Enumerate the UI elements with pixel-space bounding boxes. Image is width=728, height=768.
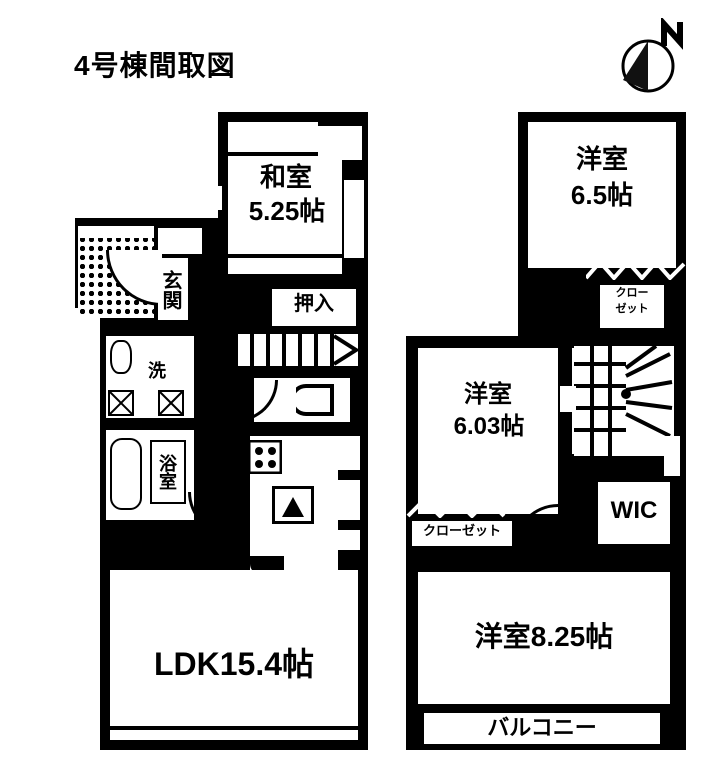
cabinet-3 <box>330 530 360 550</box>
closet-wide-room <box>412 520 512 546</box>
toilet-fixture-icon <box>296 384 334 416</box>
closet-wide-line <box>412 516 512 521</box>
dryer-cross-icon <box>158 390 184 416</box>
cabinet-2 <box>330 480 360 520</box>
washitsu-tatami-line-2 <box>228 254 342 258</box>
stove-icon <box>248 440 282 474</box>
yoshitsu825-label: 洋室8.25帖 <box>474 621 614 652</box>
closet-roof-zigzag-icon <box>586 258 686 280</box>
sen-label: 洗 <box>148 361 166 381</box>
ldk-window-right <box>314 590 326 606</box>
genkan-step <box>78 226 154 238</box>
stair-steps-icon <box>238 334 358 366</box>
page-title: 4号棟間取図 <box>74 50 236 81</box>
washitsu-size-label: 5.25帖 <box>248 196 326 226</box>
closet-small-label-line1: クロー <box>615 287 649 299</box>
north-arrow-compass: N <box>618 16 698 98</box>
genkan-label: 玄関 <box>159 270 181 310</box>
counter-edge <box>250 556 284 574</box>
closet-wide-label: クローゼット <box>422 523 501 538</box>
washitsu-closet-niche <box>318 122 362 160</box>
washitsu-name-label: 和室 <box>259 162 312 192</box>
yoshitsu65-room <box>528 122 676 268</box>
oshiire-room <box>272 288 356 326</box>
balcony-top-line <box>424 708 660 713</box>
washitsu-window-left <box>214 186 222 210</box>
yokushitsu-label: 浴室 <box>157 454 177 490</box>
yoshitsu603-room <box>418 348 558 514</box>
balcony-label: バルコニー <box>487 715 597 740</box>
balcony-room <box>424 712 660 744</box>
wic-room <box>598 482 670 544</box>
genkan-shoe-box <box>158 228 202 254</box>
wic-window <box>664 436 680 476</box>
oshiire-label: 押入 <box>294 293 334 315</box>
yoshitsu65-size-label: 6.5帖 <box>570 180 634 210</box>
yoshitsu603-name-label: 洋室 <box>464 381 512 408</box>
ldk-bottom-line <box>110 726 358 730</box>
yoshitsu825-room <box>418 572 670 704</box>
cabinet-1 <box>330 436 360 470</box>
oshiire-top-line <box>272 284 356 289</box>
yoshitsu65-name-label: 洋室 <box>575 144 628 174</box>
washitsu-closet-line <box>318 122 362 126</box>
washbasin-fixture <box>110 340 132 374</box>
closet-small-room <box>600 284 664 328</box>
closet-small-label-line2: ゼット <box>615 303 649 315</box>
bathroom-label-box <box>150 440 186 504</box>
compass-icon <box>621 16 683 93</box>
washitsu-closet-label: 押入 <box>331 130 351 141</box>
closet-small-line <box>600 280 664 285</box>
genkan-hall <box>158 258 188 320</box>
yoshitsu603-size-label: 6.03帖 <box>453 413 525 440</box>
wic-label: WIC <box>610 497 658 524</box>
washitsu-tatami-line-1 <box>228 152 342 156</box>
washer-cross-icon <box>108 390 134 416</box>
washitsu-side-niche <box>344 180 364 258</box>
closet-wide-zigzag-icon <box>406 497 506 518</box>
sink-icon <box>272 486 314 524</box>
bathtub-fixture <box>110 438 142 510</box>
ldk-label: LDK15.4帖 <box>153 646 315 682</box>
hall-window-2f <box>560 386 576 412</box>
spiral-stair-icon <box>574 346 674 456</box>
